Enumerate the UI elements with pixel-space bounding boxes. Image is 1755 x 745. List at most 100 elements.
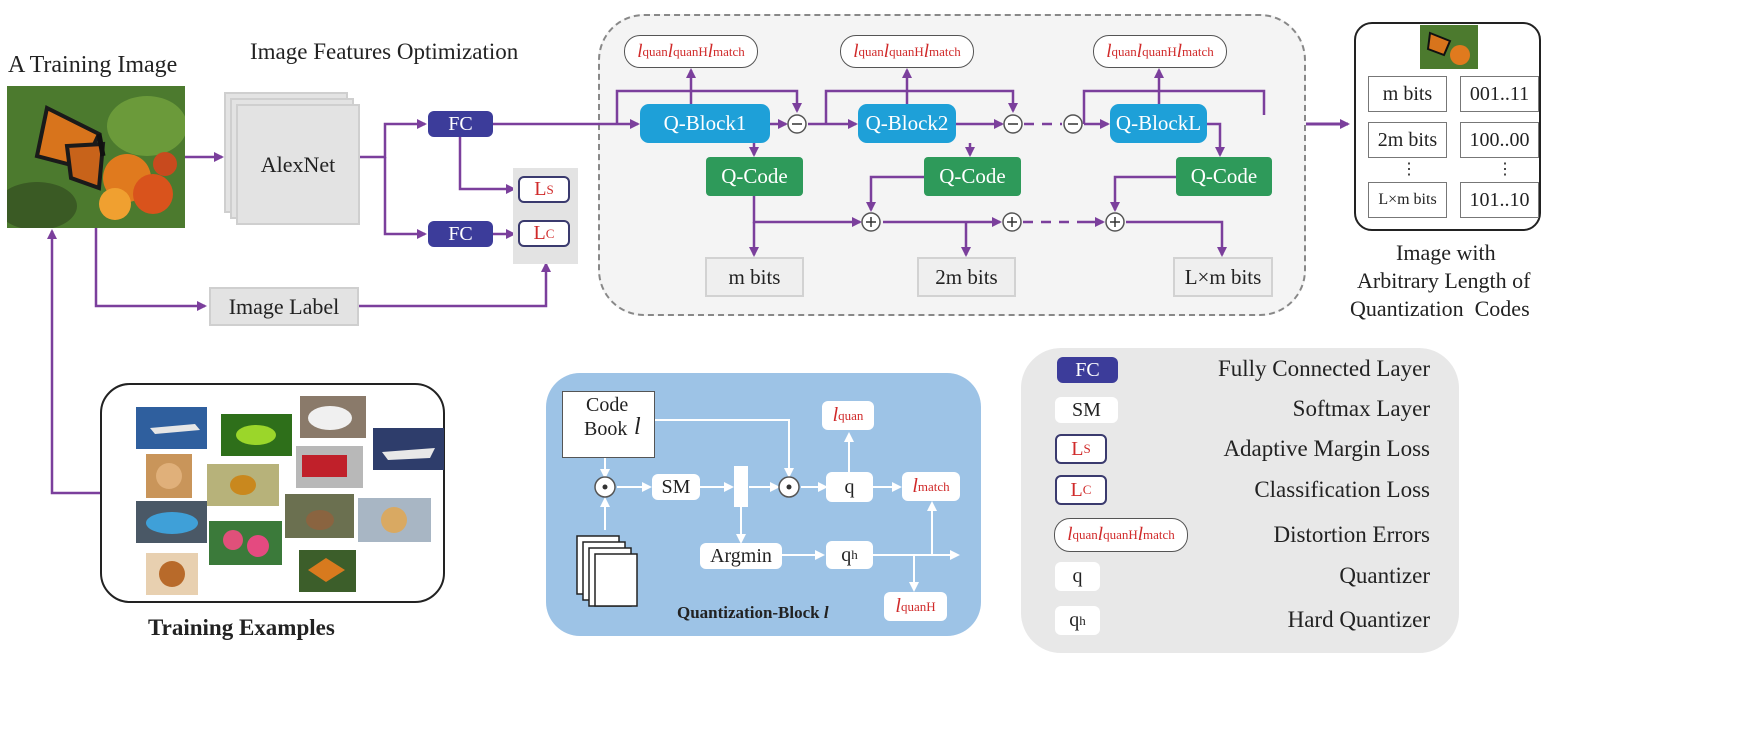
alexnet-label: AlexNet — [260, 151, 336, 177]
match-sub: match — [713, 43, 745, 59]
l-symbol: l — [1106, 40, 1112, 62]
output-len-3: L×m bits — [1368, 182, 1447, 218]
legend-label-fc: Fully Connected Layer — [1217, 356, 1430, 381]
quan-sub: quan — [642, 43, 668, 59]
q-code-label: Q-Code — [939, 164, 1006, 188]
argmin-box: Argmin — [700, 543, 782, 569]
training-image-title: A Training Image — [8, 52, 178, 78]
codebook-l: l — [634, 414, 641, 440]
legend-label-q: Quantizer — [1339, 563, 1430, 588]
l-symbol: l — [637, 40, 643, 62]
q-block-1: Q-Block1 — [640, 104, 770, 143]
sm-label: SM — [661, 475, 691, 498]
qh-main: q — [1069, 609, 1080, 631]
quanh-sub: quanH — [889, 43, 924, 59]
codebook-line-1: Code — [586, 394, 629, 416]
loss-s-sub: S — [546, 181, 554, 197]
stacked-pages-icon — [576, 535, 638, 607]
quan-sub: quan — [838, 407, 864, 423]
code-label: 001..11 — [1469, 82, 1530, 105]
l-symbol: l — [1136, 40, 1143, 62]
quan-sub: quan — [1072, 527, 1098, 542]
quan-sub: quan — [858, 43, 884, 59]
output-len-2: 2m bits — [1368, 122, 1447, 158]
l-symbol: l — [1097, 524, 1104, 545]
output-code-2: 100..00 — [1460, 122, 1539, 158]
caption-text: Quantization-Block — [677, 603, 820, 622]
output-dots-2: ⋮ — [1497, 161, 1513, 178]
output-code-3: 101..10 — [1460, 182, 1539, 218]
qblock-detail-caption: Quantization-Block l — [677, 603, 829, 623]
features-title: Image Features Optimization — [250, 39, 519, 64]
len-label: 2m bits — [1377, 128, 1438, 151]
qh-sub: h — [1079, 612, 1086, 628]
sm-box: SM — [652, 474, 700, 500]
codebook-line-2: Book — [584, 418, 628, 440]
l-symbol: l — [832, 404, 839, 426]
quanh-sub: quanH — [1142, 43, 1177, 59]
legend-q-symbol: q — [1055, 562, 1100, 591]
bits-box-l: L×m bits — [1173, 257, 1273, 297]
l-symbol: l — [883, 40, 890, 62]
q-code-label: Q-Code — [1190, 164, 1258, 188]
qh-main: q — [841, 543, 852, 566]
image-label-text: Image Label — [228, 293, 340, 319]
l-symbol: l — [667, 40, 674, 62]
q-block-1-label: Q-Block1 — [663, 111, 747, 135]
butterfly-thumbnail — [1420, 25, 1478, 69]
legend-label-sm: Softmax Layer — [1292, 396, 1430, 421]
fc-label: FC — [448, 222, 473, 245]
loss-c-sub: C — [1082, 482, 1092, 497]
fc-block-2: FC — [428, 221, 493, 247]
match-sub: match — [929, 43, 961, 59]
code-label: 100..00 — [1469, 128, 1530, 151]
loss-c-main: L — [533, 222, 546, 244]
q-code-l: Q-Code — [1176, 157, 1272, 196]
output-caption-3: Quantization Codes — [1350, 296, 1530, 321]
example-thumbnails — [136, 396, 444, 595]
loss-c-sub: C — [545, 225, 555, 241]
quanh-sub: quanH — [673, 43, 708, 59]
l-symbol: l — [912, 475, 918, 497]
l-symbol: l — [895, 595, 901, 617]
output-caption-1: Image with — [1396, 240, 1496, 265]
qh-sub: h — [851, 547, 858, 562]
l-symbol: l — [1067, 524, 1073, 545]
loss-s-main: L — [1071, 437, 1084, 460]
bits-label: 2m bits — [935, 264, 998, 289]
q-code-label: Q-Code — [721, 164, 788, 188]
quan-sub: quan — [1111, 43, 1137, 59]
q-block-l: Q-BlockL — [1110, 104, 1207, 143]
legend-sym: FC — [1075, 358, 1100, 381]
argmin-label: Argmin — [710, 544, 772, 567]
l-symbol: l — [853, 40, 859, 62]
legend-label-ls: Adaptive Margin Loss — [1223, 436, 1430, 461]
fc-block-1: FC — [428, 111, 493, 137]
q-block-2: Q-Block2 — [858, 104, 956, 143]
legend-sm-symbol: SM — [1055, 397, 1118, 423]
q-box: q — [826, 472, 873, 502]
codebook-box: Code Book l — [562, 391, 655, 458]
bits-label: L×m bits — [1184, 264, 1262, 289]
image-label-block: Image Label — [209, 287, 359, 326]
fc-label: FC — [448, 112, 473, 135]
bits-box-1: m bits — [705, 257, 804, 297]
len-label: m bits — [1382, 82, 1433, 105]
bits-box-2: 2m bits — [917, 257, 1016, 297]
legend-label-lc: Classification Loss — [1254, 477, 1430, 502]
output-dots-1: ⋮ — [1401, 161, 1417, 178]
loss-s-sub: S — [1083, 441, 1091, 456]
len-label: L×m bits — [1378, 191, 1437, 208]
